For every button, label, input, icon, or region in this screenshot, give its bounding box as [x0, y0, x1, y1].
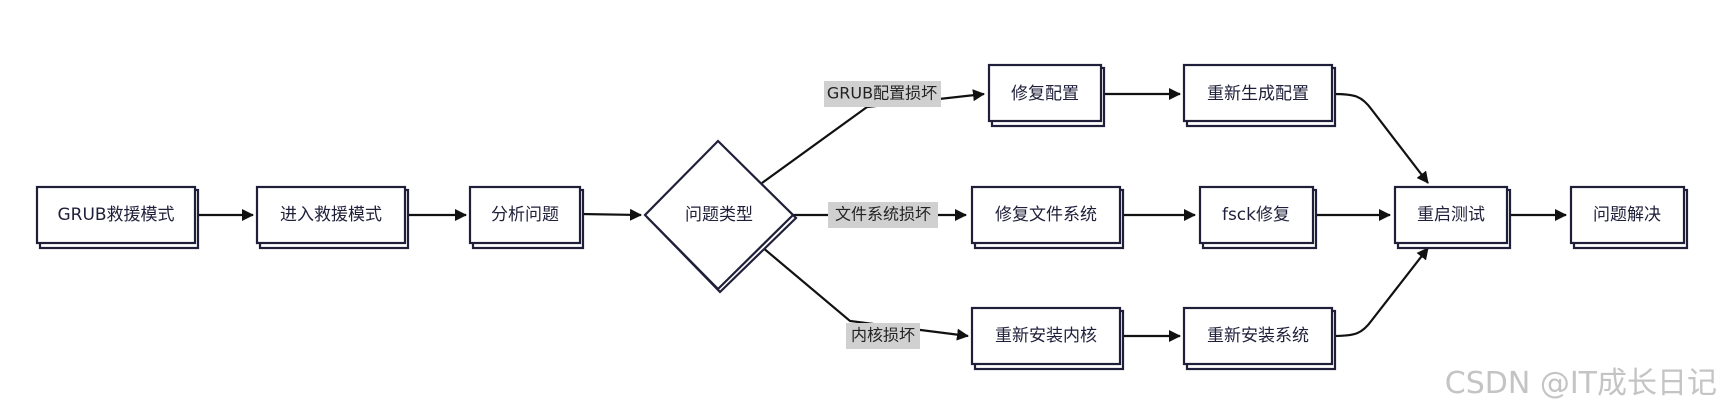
node-fix-config: 修复配置	[987, 63, 1106, 128]
watermark: CSDN @IT成长日记	[1445, 366, 1717, 401]
node-label: 重新安装内核	[995, 326, 1097, 346]
node-reinstall-kernel: 重新安装内核	[970, 306, 1125, 371]
edge-label-grub-config: GRUB配置损坏	[824, 81, 941, 107]
node-problem-type: 问题类型	[643, 139, 798, 294]
edge-label-fs: 文件系统损坏	[828, 202, 938, 228]
node-fix-fs: 修复文件系统	[970, 185, 1125, 250]
edge-label-kernel: 内核损坏	[846, 323, 920, 349]
node-label: 重新生成配置	[1207, 84, 1309, 104]
node-label: 修复文件系统	[995, 205, 1097, 225]
edge-label-text: 内核损坏	[851, 326, 915, 345]
node-label: GRUB救援模式	[57, 205, 174, 225]
node-label: 分析问题	[491, 205, 559, 225]
node-label: 进入救援模式	[280, 205, 382, 225]
node-label: 问题解决	[1593, 205, 1661, 225]
node-grub-rescue: GRUB救援模式	[35, 185, 200, 250]
edge-system-to-reboot	[1332, 247, 1429, 338]
node-reinstall-system: 重新安装系统	[1182, 306, 1337, 371]
node-enter-rescue: 进入救援模式	[255, 185, 410, 250]
node-resolved: 问题解决	[1569, 185, 1689, 250]
edge-type-to-kernel	[761, 246, 969, 341]
node-analyze: 分析问题	[468, 185, 585, 250]
node-label: 重启测试	[1417, 205, 1485, 225]
node-label: fsck修复	[1222, 205, 1290, 225]
node-reboot-test: 重启测试	[1393, 185, 1512, 250]
edge-regen-to-reboot	[1332, 92, 1429, 184]
node-label: 修复配置	[1011, 84, 1079, 104]
node-regen-config: 重新生成配置	[1182, 63, 1337, 128]
node-label: 重新安装系统	[1207, 326, 1309, 346]
node-label: 问题类型	[685, 205, 753, 225]
edge-label-text: 文件系统损坏	[835, 205, 931, 224]
node-fsck: fsck修复	[1198, 185, 1318, 250]
edge-type-to-fixconfig	[761, 89, 985, 184]
edge-analyze-to-type	[580, 208, 642, 221]
edge-label-text: GRUB配置损坏	[827, 84, 937, 103]
